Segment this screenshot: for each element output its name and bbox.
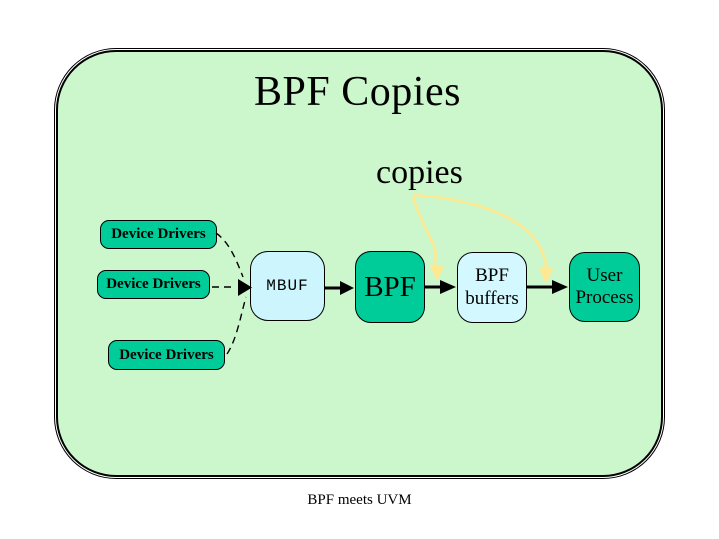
bpf-buffers-line2: buffers [465,287,519,309]
slide-title: BPF Copies [254,69,461,115]
user-process-line1: User [586,264,623,286]
user-process-line2: Process [575,287,634,308]
bpf-box: BPF [355,251,425,323]
bpf-buffers-line1: BPF [475,265,509,287]
copies-label: copies [376,154,463,191]
bpf-buffers-box: BPF buffers [457,252,527,323]
device-drivers-box-1: Device Drivers [100,220,217,249]
slide-caption: BPF meets UVM [307,492,412,508]
mbuf-box: MBUF [250,251,325,321]
user-process-box: User Process [569,252,640,322]
device-drivers-box-3: Device Drivers [108,340,225,370]
device-drivers-box-2: Device Drivers [97,270,210,299]
